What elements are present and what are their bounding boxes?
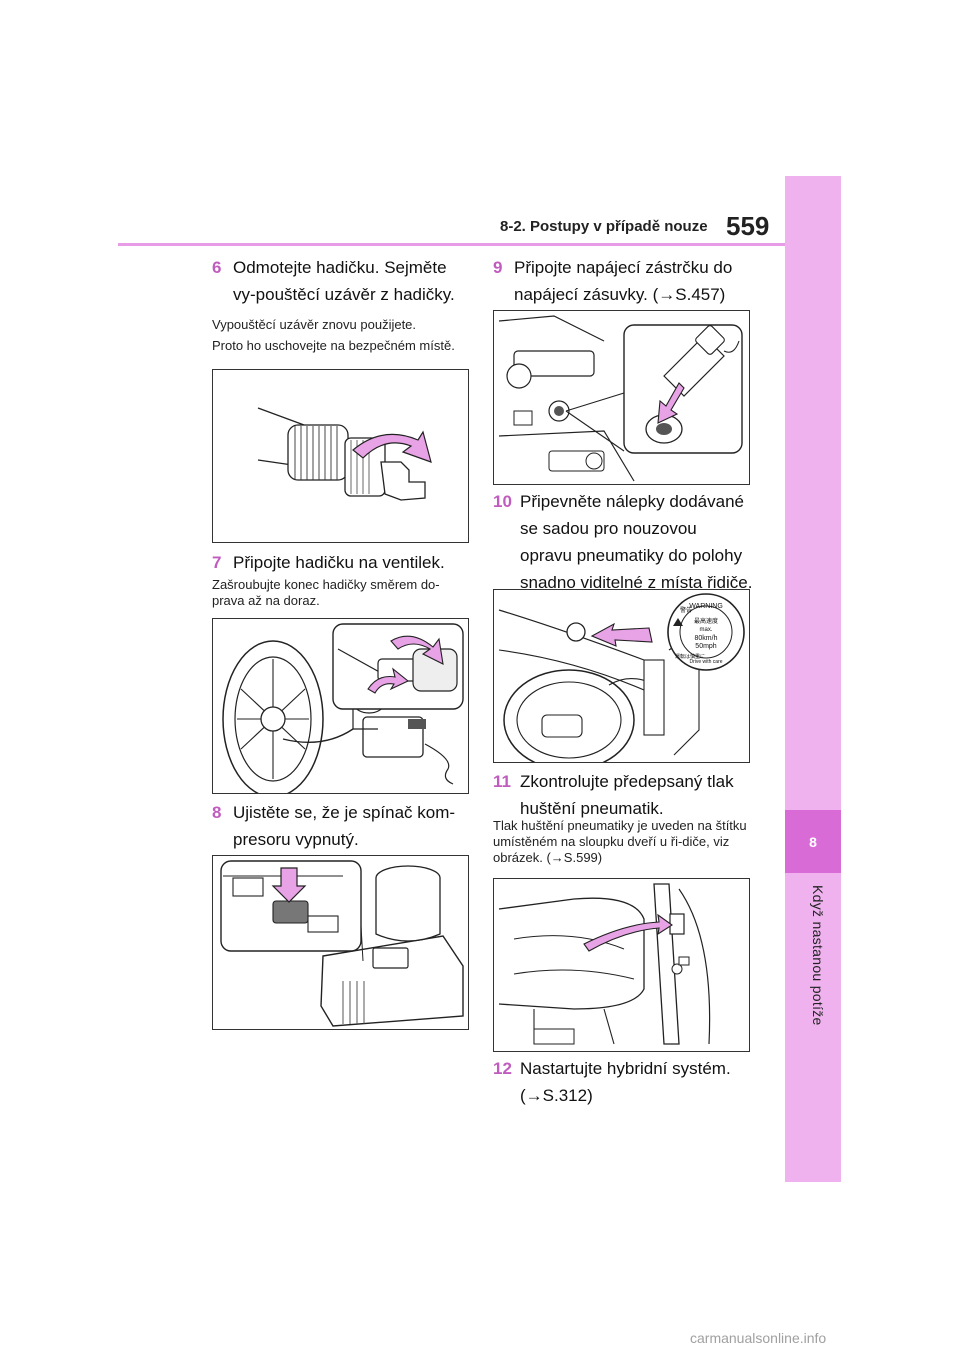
step-11: 11 Zkontrolujte předepsaný tlak huštění …: [493, 768, 753, 822]
figure-power-socket: [493, 310, 750, 485]
chapter-sidebar: [785, 176, 841, 1182]
page-number: 559: [726, 211, 770, 241]
valve-connection-illustration: [222, 623, 464, 793]
step-9: 9 Připojte napájecí zástrčku do napájecí…: [493, 254, 748, 308]
step-number: 7: [212, 553, 222, 572]
sticker-mph: 50mph: [695, 643, 717, 650]
sticker-position-illustration: WARNING 警告 最高速度 max. 80km/h 50mph Drive …: [498, 593, 745, 762]
warning-triangle-icon: [673, 618, 683, 626]
step-number: 8: [212, 803, 222, 822]
sticker-max: max.: [699, 627, 712, 633]
chapter-title: Když nastanou potíže: [810, 885, 826, 1026]
step-text: Připevněte nálepky dodávané se sadou pro…: [520, 492, 753, 592]
step-number: 6: [212, 258, 222, 277]
sticker-drive-en: Drive with care: [689, 659, 722, 665]
step-6-notes: Vypouštěcí uzávěr znovu použijete. Proto…: [212, 317, 467, 359]
step-text: Připojte hadičku na ventilek.: [233, 553, 445, 572]
header-rule: [118, 243, 785, 246]
sticker-kmh: 80km/h: [695, 635, 718, 642]
step-text: Zkontrolujte předepsaný tlak huštění pne…: [520, 772, 734, 818]
step-number: 12: [493, 1059, 512, 1078]
step-12: 12 Nastartujte hybridní systém. (→S.312): [493, 1055, 753, 1109]
step-number: 9: [493, 258, 503, 277]
step-number: 10: [493, 492, 512, 511]
step-10: 10 Připevněte nálepky dodávané se sadou …: [493, 488, 753, 596]
sticker-title-jp: 警告: [680, 606, 692, 614]
hose-cap-illustration: [257, 407, 432, 501]
step-text: Připojte napájecí zástrčku do napájecí z…: [514, 258, 733, 304]
step-6: 6 Odmotejte hadičku. Sejměte vy-pouštěcí…: [212, 254, 467, 308]
step-8: 8 Ujistěte se, že je spínač kom-presoru …: [212, 799, 467, 853]
door-pillar-illustration: [498, 883, 711, 1045]
chapter-number: 8: [785, 810, 841, 873]
compressor-switch-illustration: [220, 860, 464, 1027]
step-11-notes: Tlak huštění pneumatiky je uveden na ští…: [493, 818, 748, 871]
sticker-drive-jp: 運転は慎重に: [675, 653, 705, 660]
warning-sticker: WARNING 警告 最高速度 max. 80km/h 50mph Drive …: [667, 593, 745, 671]
sticker-title-en: WARNING: [689, 603, 723, 610]
note-text: Vypouštěcí uzávěr znovu použijete.: [212, 317, 417, 332]
step-7-notes: Zašroubujte konec hadičky směrem do-prav…: [212, 577, 467, 614]
sticker-speed-jp: 最高速度: [694, 617, 718, 625]
step-text: Ujistěte se, že je spínač kom-presoru vy…: [233, 803, 456, 849]
section-title: 8-2. Postupy v případě nouze: [500, 218, 708, 235]
power-socket-illustration: [498, 315, 743, 482]
watermark: carmanualsonline.info: [690, 1330, 827, 1346]
note-text: Tlak huštění pneumatiky je uveden na ští…: [493, 818, 747, 865]
figure-door-pillar-label: [493, 878, 750, 1052]
figure-valve-connection: [212, 618, 469, 794]
figure-sticker-position: WARNING 警告 最高速度 max. 80km/h 50mph Drive …: [493, 589, 750, 763]
figure-compressor-switch: [212, 855, 469, 1030]
note-text: Proto ho uschovejte na bezpečném místě.: [212, 338, 455, 353]
note-text: Zašroubujte konec hadičky směrem do-prav…: [212, 577, 440, 608]
figure-hose-cap: [212, 369, 469, 543]
step-text: Nastartujte hybridní systém. (→S.312): [520, 1059, 731, 1105]
step-7: 7 Připojte hadičku na ventilek.: [212, 549, 467, 576]
step-number: 11: [493, 772, 511, 791]
step-text: Odmotejte hadičku. Sejměte vy-pouštěcí u…: [233, 258, 455, 304]
